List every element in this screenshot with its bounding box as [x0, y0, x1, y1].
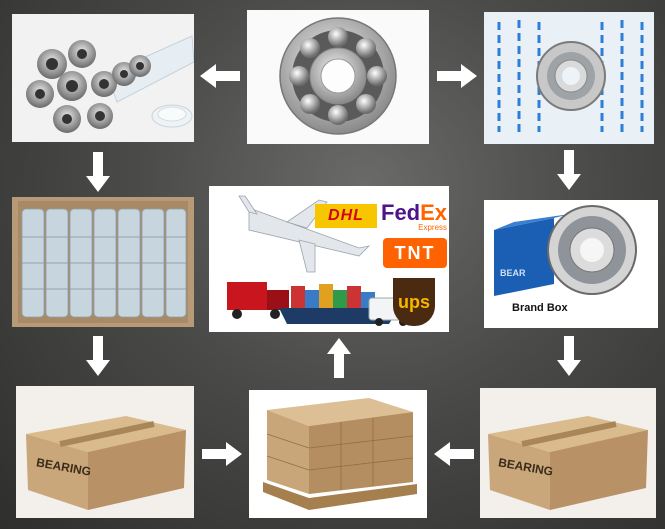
fedex-fed-text: Fed	[381, 200, 421, 225]
arrow-icon	[86, 152, 110, 192]
carton-box-icon	[26, 416, 186, 510]
panel-carton-left: BEARING	[16, 386, 194, 518]
tnt-logo: TNT	[383, 238, 447, 268]
panel-brand-box: BEAR Brand Box	[484, 200, 658, 328]
arrow-icon	[557, 336, 581, 376]
bearing-icon	[536, 41, 606, 111]
arrow-icon	[86, 336, 110, 376]
arrow-icon	[202, 442, 242, 466]
arrow-icon	[557, 150, 581, 190]
panel-bearing-bag	[484, 12, 654, 144]
arrow-icon	[437, 64, 477, 88]
bearing-icon	[279, 17, 397, 135]
panel-bulk-carton	[12, 197, 194, 327]
airplane-icon	[238, 195, 371, 273]
panel-pallet	[249, 390, 427, 518]
dhl-logo-text: DHL	[328, 207, 364, 224]
ups-logo: ups	[393, 278, 435, 326]
brand-box-caption: Brand Box	[512, 302, 568, 314]
arrow-icon	[327, 338, 351, 378]
fedex-ex-text: Ex	[420, 200, 448, 225]
brand-box-text: BEAR	[500, 268, 526, 278]
bearing-icon	[547, 205, 637, 295]
arrow-icon	[434, 442, 474, 466]
dhl-logo: DHL	[315, 204, 377, 228]
carton-box-icon	[488, 416, 648, 510]
truck-icon	[227, 282, 289, 319]
panel-shipping-carriers: DHL FedEx Express TNT ups	[209, 186, 449, 332]
bearing-icon	[26, 40, 151, 133]
tnt-logo-text: TNT	[394, 242, 436, 263]
panel-carton-right: BEARING	[480, 388, 656, 518]
panel-bearings-tube	[12, 14, 194, 142]
panel-single-bearing	[247, 10, 429, 144]
ups-logo-text: ups	[397, 291, 430, 312]
fedex-logo: FedEx Express	[381, 200, 447, 232]
arrow-icon	[200, 64, 240, 88]
fedex-sub-text: Express	[418, 223, 448, 232]
pallet-icon	[263, 398, 417, 510]
